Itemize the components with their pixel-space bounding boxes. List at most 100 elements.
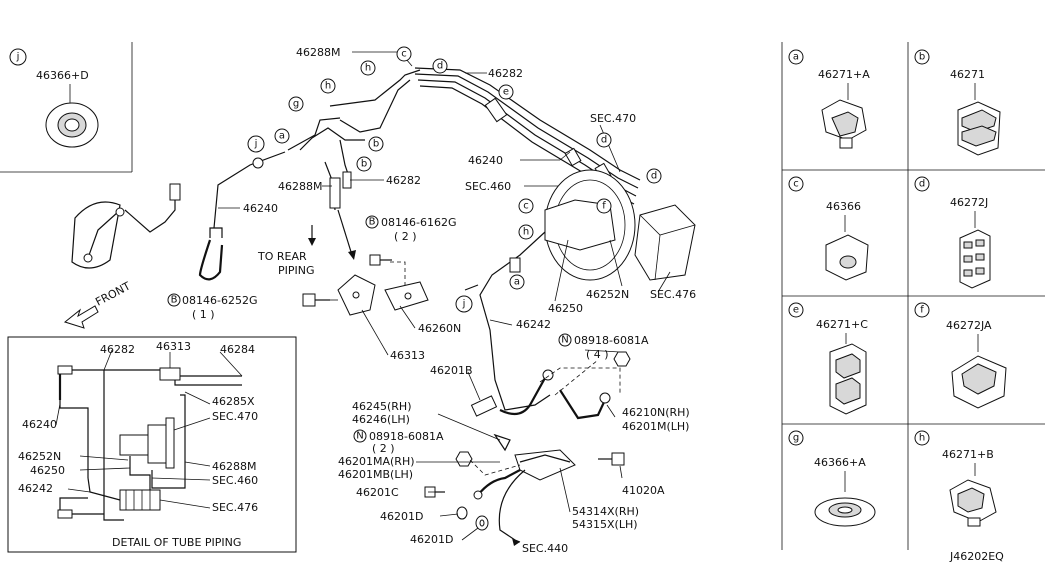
- clip-panel-f-letter: f: [920, 305, 924, 316]
- label-46240-left: 46240: [243, 202, 278, 215]
- arrow-sec440-icon: [512, 538, 520, 546]
- label-sec470: SEC.470: [590, 112, 636, 125]
- detail-label-46285X: 46285X: [212, 395, 255, 408]
- label-46201C: 46201C: [356, 486, 399, 499]
- marker-b-1: b: [373, 139, 379, 150]
- clip-panel-a: a 46271+A: [788, 49, 870, 149]
- marker-B-2: B: [171, 295, 178, 306]
- bolt-08146-6252G-icon: [302, 293, 330, 307]
- label-46288M-mid: 46288M: [278, 180, 322, 193]
- clip-panel-e-part: 46271+C: [816, 318, 868, 331]
- washer-46201D-1-icon: [456, 506, 468, 520]
- marker-j-1: j: [254, 139, 258, 150]
- detail-label-46252N: 46252N: [18, 450, 61, 463]
- label-41020A: 41020A: [622, 484, 665, 497]
- abs-actuator-sec476: [634, 204, 696, 281]
- left-wheel-bracket: [71, 201, 121, 269]
- clip-panel-g: g 46366+A: [788, 430, 876, 527]
- marker-c-top: c: [401, 49, 407, 60]
- label-46201MA: 46201MA(RH): [338, 455, 415, 468]
- label-46201D-2: 46201D: [410, 533, 453, 546]
- clip-46272J-icon: [959, 229, 991, 289]
- clip-panel-g-letter: g: [793, 433, 799, 444]
- marker-N-2: N: [356, 431, 363, 442]
- detail-label-46284: 46284: [220, 343, 255, 356]
- label-46246: 46246(LH): [352, 413, 410, 426]
- detail-label-46250: 46250: [30, 464, 65, 477]
- label-front: FRONT: [93, 279, 133, 308]
- label-46313-mid: 46313: [390, 349, 425, 362]
- clip-panel-a-part: 46271+A: [818, 68, 870, 81]
- label-to-rear: TO REAR: [257, 250, 307, 263]
- inset-j-letter: j: [16, 52, 20, 63]
- bolt-41020A-icon: [598, 452, 625, 466]
- leader-lines: [218, 51, 671, 541]
- detail-label-46288M: 46288M: [212, 460, 256, 473]
- detail-label-46240: 46240: [22, 418, 57, 431]
- clip-panel-f: f 46272JA: [914, 302, 1007, 409]
- grommet-46366-a-icon: [814, 497, 876, 527]
- label-46282-top: 46282: [488, 67, 523, 80]
- label-46201MB: 46201MB(LH): [338, 468, 413, 481]
- detail-label-sec470: SEC.470: [212, 410, 258, 423]
- label-46240-mid: 46240: [468, 154, 503, 167]
- clip-panel-b-letter: b: [919, 52, 925, 63]
- front-arrow-icon: [63, 305, 99, 329]
- label-08146-6162G-qty: ( 2 ): [394, 230, 417, 243]
- marker-b-2: b: [361, 159, 367, 170]
- clip-46272JA-icon: [951, 355, 1007, 409]
- detail-title: DETAIL OF TUBE PIPING: [112, 536, 241, 549]
- inset-j-part-label: 46366+D: [36, 69, 89, 82]
- label-08918-6081A-left-qty: ( 2 ): [372, 442, 395, 455]
- clip-panel-e-letter: e: [793, 305, 799, 316]
- clip-46271-b-icon: [949, 479, 997, 527]
- clip-panel-e: e 46271+C: [788, 302, 868, 415]
- nut-08918-6081A-left-icon: [455, 451, 473, 467]
- clip-e-on-pipe: [484, 97, 508, 123]
- clip-panel-d-letter: d: [919, 179, 925, 190]
- bracket-54314X: [514, 449, 576, 481]
- detail-label-46313: 46313: [156, 340, 191, 353]
- marker-f: f: [602, 201, 606, 212]
- marker-c-2: c: [523, 201, 529, 212]
- marker-h-top: h: [365, 63, 371, 74]
- clip-panel-c: c 46366: [788, 176, 869, 281]
- marker-d-3: d: [651, 171, 657, 182]
- label-sec476: SEC.476: [650, 288, 696, 301]
- bracket-46201B: [470, 395, 498, 417]
- clip-46271-a-icon: [821, 99, 867, 149]
- clip-panel-b-part: 46271: [950, 68, 985, 81]
- marker-h-2: h: [325, 81, 331, 92]
- marker-h-3: h: [523, 227, 529, 238]
- label-46282-mid: 46282: [386, 174, 421, 187]
- clip-panel-b: b 46271: [914, 49, 1001, 156]
- inset-j: j 46366+D: [0, 42, 133, 173]
- marker-d-top: d: [437, 61, 443, 72]
- label-46250: 46250: [548, 302, 583, 315]
- marker-B-1: B: [369, 217, 376, 228]
- label-08146-6252G: 08146-6252G: [182, 294, 257, 307]
- main-markers: c d h h g e a b b j d d c f h a j B B N …: [167, 46, 662, 443]
- label-piping: PIPING: [278, 264, 315, 277]
- diagram-code: J46202EQ: [949, 550, 1004, 563]
- marker-N-1: N: [561, 335, 568, 346]
- detail-label-sec476: SEC.476: [212, 501, 258, 514]
- clip-46271-icon: [957, 101, 1001, 156]
- pipe-connector-46288M: [329, 177, 341, 209]
- label-sec460: SEC.460: [465, 180, 511, 193]
- grommet-46366-icon: [825, 234, 869, 281]
- clip-panel-h: h 46271+B: [914, 430, 997, 527]
- detail-tube-piping: DETAIL OF TUBE PIPING 46282: [7, 336, 297, 553]
- washer-46201D-2-icon: [475, 515, 489, 531]
- clip-46271-c-icon: [829, 343, 867, 415]
- label-46245: 46245(RH): [352, 400, 412, 413]
- marker-j-2: j: [462, 299, 466, 310]
- clip-panel-h-part: 46271+B: [942, 448, 994, 461]
- detail-label-sec460: SEC.460: [212, 474, 258, 487]
- hose-joint-left: [169, 183, 181, 201]
- clip-panel-a-letter: a: [793, 52, 799, 63]
- label-08146-6252G-qty: ( 1 ): [192, 308, 215, 321]
- clip-panel-d-part: 46272J: [950, 196, 988, 209]
- label-54315X: 54315X(LH): [572, 518, 638, 531]
